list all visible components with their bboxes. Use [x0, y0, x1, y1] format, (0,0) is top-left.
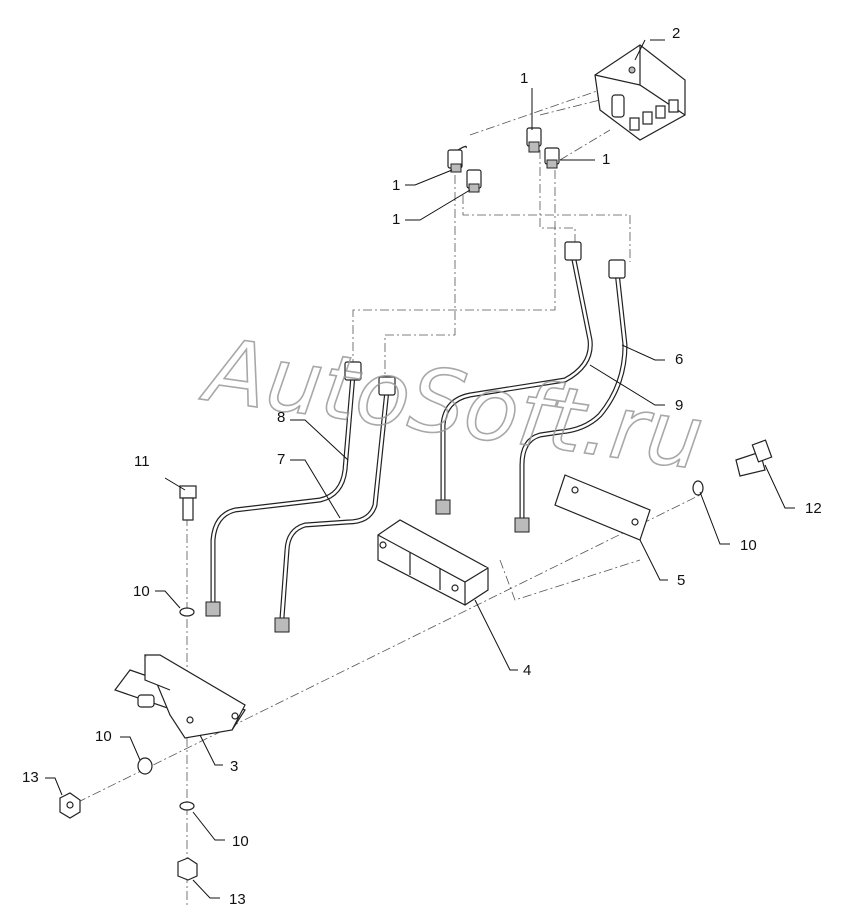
bolt-part-11 — [179, 485, 197, 521]
nut-part-13-b — [177, 857, 198, 881]
valve-block-part-2 — [594, 44, 686, 141]
callout-11: 11 — [134, 453, 150, 470]
callout-12: 12 — [805, 500, 822, 517]
callout-10-a: 10 — [133, 583, 150, 600]
bolt-part-12 — [735, 439, 773, 477]
tube-part-8 — [205, 361, 362, 617]
callout-7: 7 — [277, 451, 285, 468]
assembly-centerlines — [61, 89, 701, 905]
callout-1-b: 1 — [392, 177, 400, 194]
plate-part-5 — [554, 474, 651, 541]
fitting-part-1-a — [447, 145, 467, 173]
callout-13-a: 13 — [22, 769, 39, 786]
nut-part-13-a — [59, 792, 81, 819]
callout-5: 5 — [677, 572, 685, 589]
washer-part-10-b — [137, 757, 153, 775]
washer-part-10-d — [692, 480, 704, 496]
callout-10-c: 10 — [232, 833, 249, 850]
callout-6: 6 — [675, 351, 683, 368]
watermark-text: AutoSoft.ru — [196, 318, 710, 490]
callout-1-d: 1 — [602, 151, 610, 168]
callout-13-b: 13 — [229, 891, 246, 908]
fitting-part-1-b — [466, 169, 482, 193]
tube-part-7 — [274, 376, 396, 633]
tube-part-9 — [435, 241, 593, 515]
washer-part-10-a — [179, 607, 195, 617]
bracket-part-3 — [114, 654, 246, 739]
callout-1-c: 1 — [392, 211, 400, 228]
callout-labels: 1 1 1 1 2 3 4 5 6 7 8 9 10 10 10 10 11 1… — [22, 25, 822, 908]
fitting-part-1-d — [544, 147, 560, 169]
callout-2: 2 — [672, 25, 680, 42]
leader-lines — [45, 39, 795, 899]
callout-3: 3 — [230, 758, 238, 775]
tube-part-6 — [514, 259, 628, 533]
callout-10-d: 10 — [740, 537, 757, 554]
fitting-part-1-c — [526, 127, 542, 153]
callout-8: 8 — [277, 409, 285, 426]
callout-10-b: 10 — [95, 728, 112, 745]
callout-9: 9 — [675, 397, 683, 414]
clamp-block-part-4 — [377, 519, 489, 606]
callout-1-a: 1 — [520, 70, 528, 87]
callout-4: 4 — [523, 662, 531, 679]
washer-part-10-c — [179, 801, 195, 811]
